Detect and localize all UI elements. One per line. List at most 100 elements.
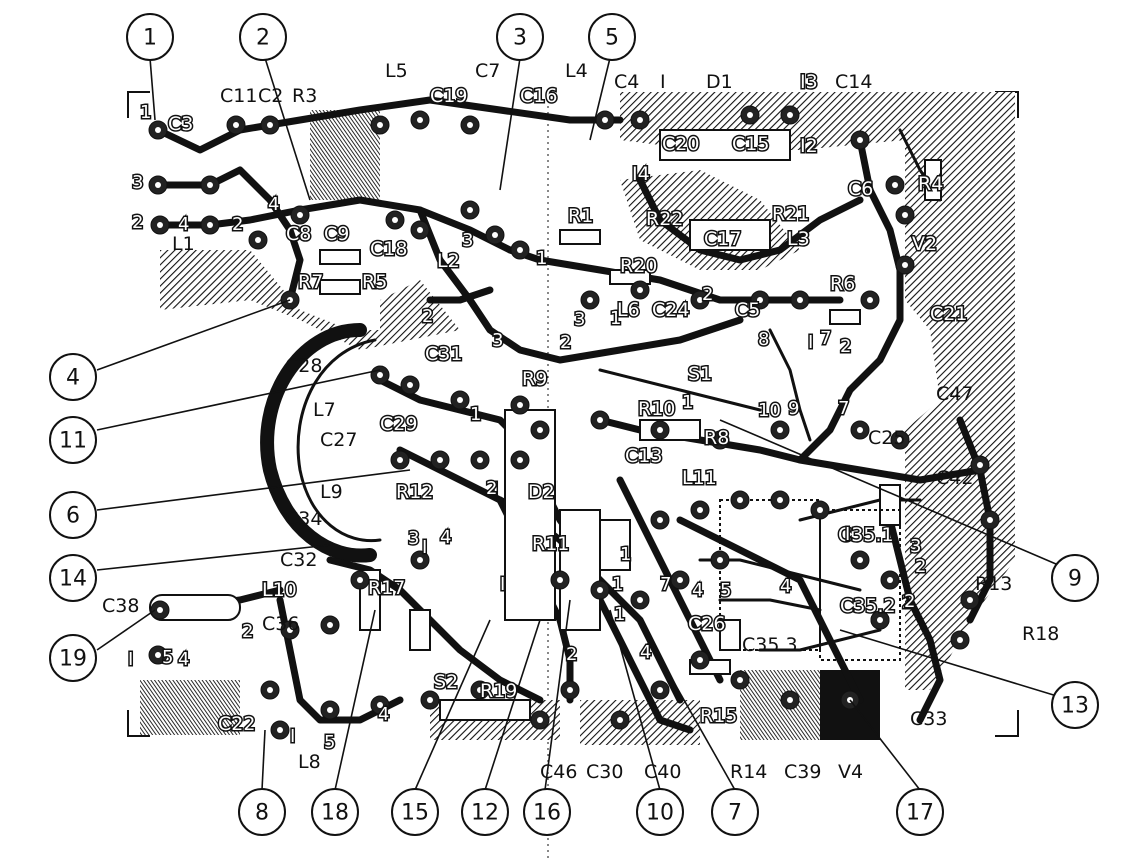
label-c39: C39: [784, 761, 821, 783]
label-c46: C46: [540, 761, 577, 783]
label-r22: R22: [646, 208, 683, 230]
label-r11: R11: [532, 533, 569, 555]
label-c6: C6: [848, 178, 873, 200]
label-r6: R6: [830, 273, 855, 295]
label-l7: L7: [313, 399, 336, 421]
pin-number: 1: [614, 604, 625, 625]
label-r21: R21: [772, 203, 809, 225]
label-r14: R14: [730, 761, 767, 783]
callout-7: 7: [711, 788, 759, 836]
pin-number: 5: [162, 647, 173, 668]
callout-15: 15: [391, 788, 439, 836]
callout-number: 12: [471, 801, 499, 826]
label-c22: C22: [218, 713, 255, 735]
component-bodies: [149, 129, 942, 721]
callout-number: 5: [605, 26, 619, 51]
label-c13: C13: [625, 445, 662, 467]
label-l9: L9: [320, 481, 343, 503]
pin-number: 1: [536, 248, 547, 269]
label-v4: V4: [838, 761, 863, 783]
label-c30: C30: [586, 761, 623, 783]
pin-number: 1: [610, 308, 621, 329]
pin-number: 7: [820, 328, 831, 349]
label-c7: C7: [475, 60, 500, 82]
label-c5: C5: [735, 299, 760, 321]
label-r9: R9: [522, 368, 547, 390]
label-r20: R20: [620, 255, 657, 277]
callout-number: 6: [66, 504, 80, 529]
callout-6: 6: [49, 491, 97, 539]
board-cutout: [260, 323, 382, 563]
callout-5: 5: [588, 13, 636, 61]
label-c24: C24: [652, 299, 689, 321]
callout-18: 18: [311, 788, 359, 836]
pin-number: 7: [660, 574, 671, 595]
callout-1: 1: [126, 13, 174, 61]
pin-number: 7: [838, 398, 849, 419]
label-r18: R18: [1022, 623, 1059, 645]
callout-number: 19: [59, 647, 87, 672]
callout-9: 9: [1051, 554, 1099, 602]
pin-number: 2: [904, 591, 915, 612]
label-c17: C17: [704, 228, 741, 250]
pin-number: I: [493, 479, 498, 500]
label-d2: D2: [528, 481, 555, 503]
callout-number: 13: [1061, 694, 1089, 719]
pin-number: 2: [560, 332, 571, 353]
label-c15: C15: [732, 133, 769, 155]
label-i: I: [660, 71, 666, 93]
label-v2: V2: [912, 233, 937, 255]
pin-number: 1: [612, 574, 623, 595]
pin-number: 2: [702, 284, 713, 305]
pin-number: 3: [462, 230, 473, 251]
callout-10: 10: [636, 788, 684, 836]
label-c2: C2: [258, 85, 283, 107]
label-c26: C26: [688, 613, 725, 635]
callout-13: 13: [1051, 681, 1099, 729]
callout-number: 8: [255, 801, 269, 826]
pin-number: 4: [440, 527, 451, 548]
callout-4: 4: [49, 353, 97, 401]
label-c36: C36: [262, 613, 299, 635]
label-r4: R4: [918, 173, 943, 195]
label-c3: C3: [168, 113, 193, 135]
label-r12: R12: [396, 481, 433, 503]
label-c35-2: C35.2: [840, 595, 896, 617]
pin-number: I: [290, 726, 295, 747]
label-l8: L8: [298, 751, 321, 773]
callout-17: 17: [896, 788, 944, 836]
callout-number: 3: [513, 26, 527, 51]
callout-3: 3: [496, 13, 544, 61]
pin-number: 5: [324, 732, 335, 753]
callout-12: 12: [461, 788, 509, 836]
pin-number: 2: [132, 212, 143, 233]
label-c42: C42: [936, 467, 973, 489]
pin-number: 2: [902, 592, 913, 613]
label-l11: L11: [682, 467, 717, 489]
pin-number: 2: [242, 621, 253, 642]
callout-number: 15: [401, 801, 429, 826]
callout-number: 2: [256, 26, 270, 51]
label-r3: R3: [292, 85, 317, 107]
label-c18: C18: [370, 238, 407, 260]
label-r5: R5: [362, 271, 387, 293]
callout-number: 16: [533, 801, 561, 826]
callout-number: 14: [59, 567, 87, 592]
pin-number: 5: [720, 580, 731, 601]
label-c20: C20: [662, 133, 699, 155]
label-r19: R19: [480, 680, 517, 702]
label-c40: C40: [644, 761, 681, 783]
pin-number: 1: [620, 544, 631, 565]
label-l6: L6: [617, 299, 640, 321]
callout-number: 10: [646, 801, 674, 826]
pin-number: I: [808, 332, 813, 353]
label-r1: R1: [568, 205, 593, 227]
pin-number: 3: [132, 172, 143, 193]
label-c19: C19: [430, 85, 467, 107]
label-c31: C31: [425, 343, 462, 365]
pin-number: 4: [178, 649, 189, 670]
callout-14: 14: [49, 554, 97, 602]
label-l1: L1: [172, 233, 195, 255]
